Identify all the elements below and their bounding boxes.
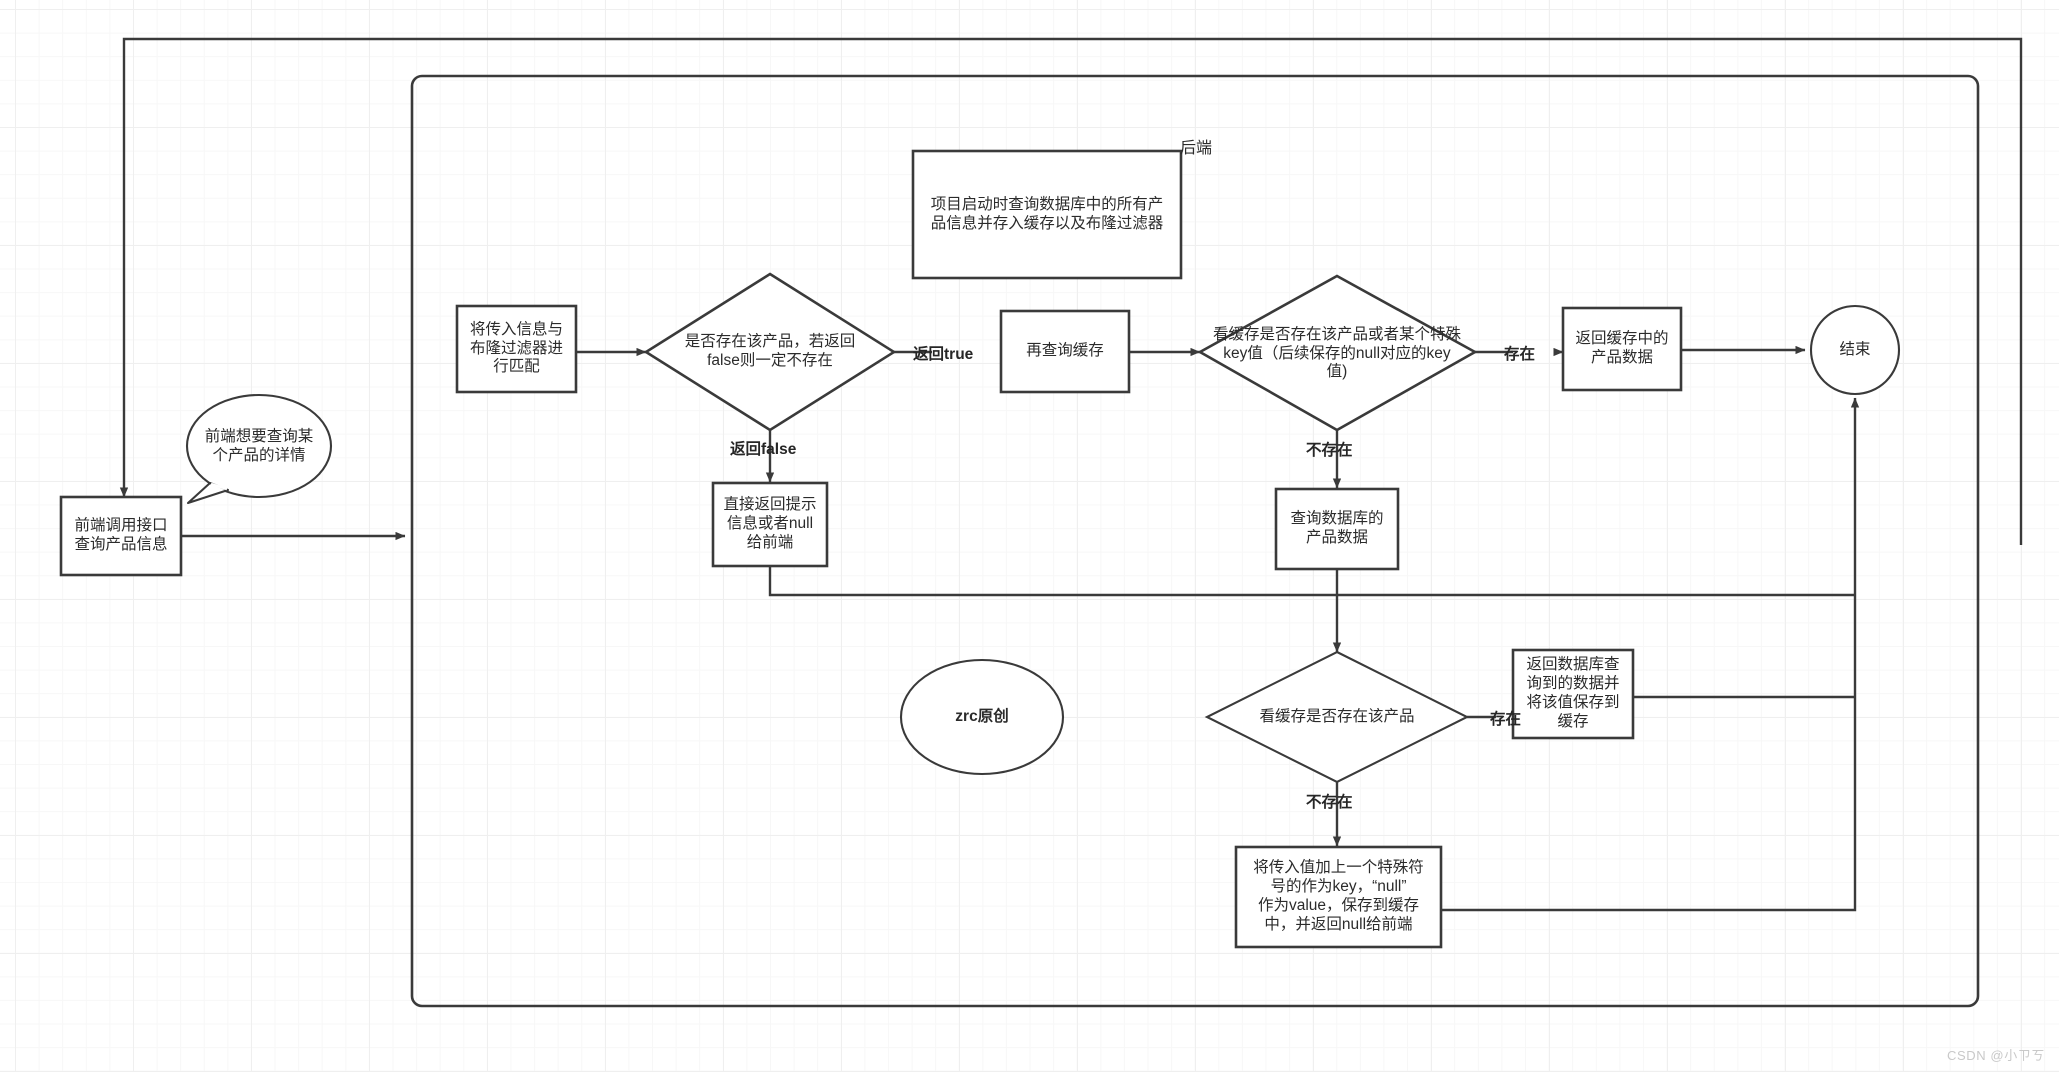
edge-label-exists-db: 存在 bbox=[1490, 711, 1522, 728]
node-return-db-save-cache bbox=[1511, 648, 1635, 740]
node-return-null-front bbox=[711, 481, 829, 568]
node-query-db bbox=[1274, 487, 1400, 571]
node-startup-note bbox=[911, 149, 1183, 280]
node-callout-bubble bbox=[185, 393, 333, 505]
node-special-key-null bbox=[1234, 845, 1443, 949]
return-to-frontend-path bbox=[119, 37, 2023, 545]
edge-label-exists-cache: 存在 bbox=[1504, 346, 1536, 363]
node-frontend-call bbox=[59, 495, 183, 577]
edge-label-not-exists-cache: 不存在 bbox=[1306, 442, 1353, 459]
edge-label-not-exists-db: 不存在 bbox=[1306, 794, 1353, 811]
edge-special-key-to-right-rail bbox=[1441, 697, 1857, 912]
watermark: CSDN @小ㄗㄎ bbox=[1946, 1048, 2045, 1063]
edge-label-return-true: 返回true bbox=[913, 346, 974, 363]
swimlane-title: 后端 bbox=[1180, 140, 1213, 157]
node-signature-circle bbox=[899, 658, 1065, 776]
edge-return-null-to-right-rail bbox=[768, 566, 1855, 597]
node-bloom-decision bbox=[643, 272, 897, 432]
node-query-cache bbox=[999, 309, 1131, 394]
edge-label-return-false: 返回false bbox=[730, 441, 797, 458]
node-end bbox=[1809, 304, 1901, 396]
node-return-cache-data bbox=[1561, 306, 1683, 392]
node-bloom-match bbox=[455, 304, 578, 394]
node-cache-decision bbox=[1197, 274, 1478, 432]
backend-container bbox=[410, 74, 1980, 1008]
node-cache-exist-decision bbox=[1204, 650, 1470, 784]
